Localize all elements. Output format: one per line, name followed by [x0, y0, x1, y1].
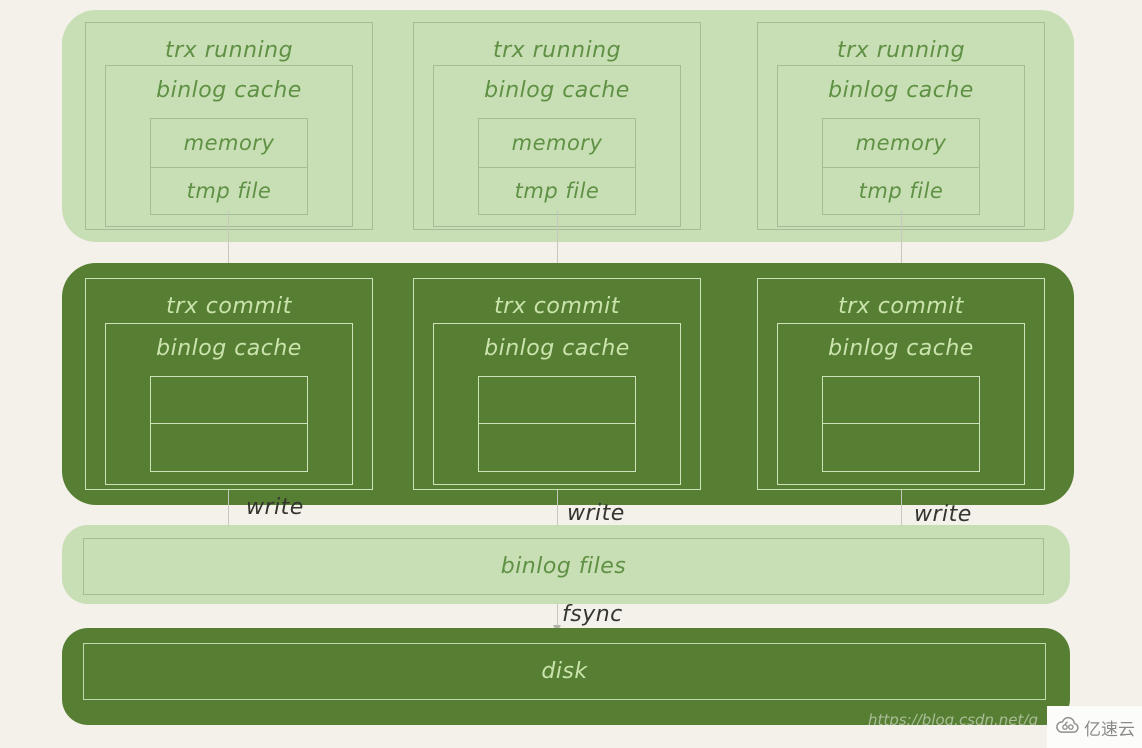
trx-running-box-1: trx running binlog cache memory tmp file — [85, 22, 373, 230]
binlog-cache-box: binlog cache memory tmp file — [777, 65, 1025, 227]
cache-page-row — [479, 423, 635, 471]
cache-pages-box — [150, 376, 308, 472]
logo-text: 亿速云 — [1084, 719, 1135, 740]
tmpfile-row: tmp file — [151, 167, 307, 214]
memory-tmpfile-box: memory tmp file — [478, 118, 636, 215]
memory-row: memory — [511, 131, 603, 155]
trx-commit-title: trx commit — [166, 294, 292, 319]
trx-commit-strip: trx commit binlog cache trx commit binlo… — [62, 263, 1074, 505]
binlog-cache-box: binlog cache — [433, 323, 681, 485]
trx-commit-box-2: trx commit binlog cache — [413, 278, 701, 490]
cache-page-row — [151, 377, 307, 423]
cache-page-row — [151, 423, 307, 471]
write-label-3: write — [914, 502, 972, 527]
cache-page-row — [823, 423, 979, 471]
cloud-icon — [1054, 715, 1081, 739]
binlog-cache-title: binlog cache — [828, 77, 974, 103]
binlog-cache-title: binlog cache — [156, 77, 302, 103]
memory-tmpfile-box: memory tmp file — [822, 118, 980, 215]
tmpfile-row: tmp file — [479, 167, 635, 214]
memory-row: memory — [183, 131, 275, 155]
binlog-cache-box: binlog cache — [105, 323, 353, 485]
binlog-files-bar: binlog files — [62, 525, 1070, 604]
memory-row: memory — [855, 131, 947, 155]
trx-commit-box-3: trx commit binlog cache — [757, 278, 1045, 490]
tmpfile-row: tmp file — [823, 167, 979, 214]
trx-running-box-2: trx running binlog cache memory tmp file — [413, 22, 701, 230]
trx-running-title: trx running — [492, 38, 622, 63]
binlog-cache-box: binlog cache memory tmp file — [433, 65, 681, 227]
binlog-cache-box: binlog cache — [777, 323, 1025, 485]
binlog-cache-title: binlog cache — [828, 335, 974, 361]
binlog-cache-title: binlog cache — [484, 77, 630, 103]
fsync-label: fsync — [562, 602, 623, 627]
cache-pages-box — [822, 376, 980, 472]
binlog-files-label: binlog files — [83, 538, 1044, 595]
trx-running-title: trx running — [836, 38, 966, 63]
trx-running-box-3: trx running binlog cache memory tmp file — [757, 22, 1045, 230]
cache-page-row — [823, 377, 979, 423]
memory-tmpfile-box: memory tmp file — [150, 118, 308, 215]
disk-label: disk — [83, 643, 1046, 700]
binlog-cache-title: binlog cache — [484, 335, 630, 361]
binlog-cache-box: binlog cache memory tmp file — [105, 65, 353, 227]
trx-commit-box-1: trx commit binlog cache — [85, 278, 373, 490]
trx-running-strip: trx running binlog cache memory tmp file… — [62, 10, 1074, 242]
binlog-cache-title: binlog cache — [156, 335, 302, 361]
trx-commit-title: trx commit — [494, 294, 620, 319]
watermark-url: https://blog.csdn.net/q — [868, 711, 1038, 729]
write-label-2: write — [567, 501, 625, 526]
trx-running-title: trx running — [164, 38, 294, 63]
cache-page-row — [479, 377, 635, 423]
trx-commit-title: trx commit — [838, 294, 964, 319]
write-label-1: write — [246, 495, 304, 520]
cache-pages-box — [478, 376, 636, 472]
yisu-cloud-logo: 亿速云 — [1047, 706, 1142, 748]
disk-bar: disk — [62, 628, 1070, 725]
